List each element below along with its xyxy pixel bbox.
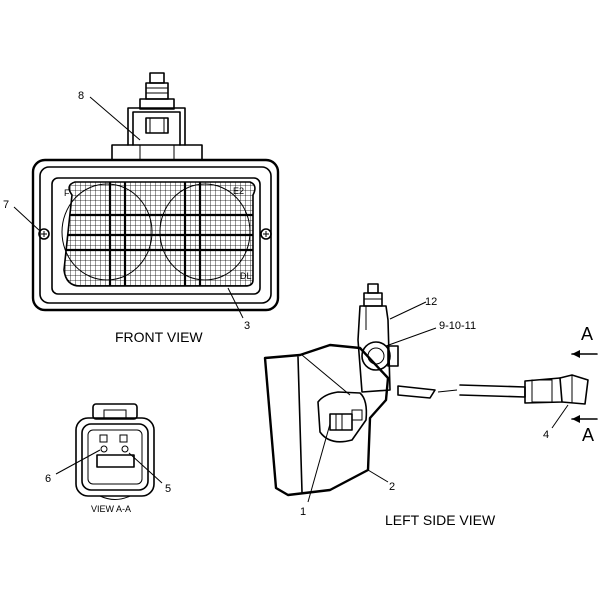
leader-4 xyxy=(551,404,569,429)
callout-6: 6 xyxy=(45,473,51,485)
callout-8: 8 xyxy=(78,90,84,102)
callout-5: 5 xyxy=(165,483,171,495)
left-side-view-caption: LEFT SIDE VIEW xyxy=(385,512,496,528)
callout-7: 7 xyxy=(3,199,9,211)
callout-1: 1 xyxy=(300,506,306,518)
leader-9-10-11 xyxy=(385,327,437,347)
leader-2 xyxy=(367,469,389,483)
view-aa: 6 5 VIEW A-A xyxy=(45,403,171,514)
front-screw-right xyxy=(260,228,272,240)
front-mount-stud xyxy=(111,72,203,161)
front-view-caption: FRONT VIEW xyxy=(115,329,203,345)
leader-7 xyxy=(13,206,41,232)
callout-12: 12 xyxy=(425,296,437,308)
leader-6 xyxy=(55,449,101,475)
lens-marking-e2: E2 xyxy=(233,186,244,196)
lens-marking-f: F xyxy=(64,188,70,198)
pin-slot-right xyxy=(119,434,128,443)
leader-12 xyxy=(389,301,427,320)
leader-8 xyxy=(89,96,141,141)
view-aa-caption: VIEW A-A xyxy=(91,504,131,514)
front-housing-outer xyxy=(31,158,280,312)
callout-2: 2 xyxy=(389,481,395,493)
pin-6 xyxy=(100,445,108,453)
front-bezel xyxy=(51,177,261,295)
left-side-view: A A 12 9-10-11 4 2 1 LEFT SIDE VIEW xyxy=(263,283,598,528)
lens-marking-dl: DL xyxy=(240,271,252,281)
section-marker-top: A xyxy=(581,324,593,344)
front-lens xyxy=(64,182,255,286)
callout-3: 3 xyxy=(244,320,250,332)
section-marker-bottom: A xyxy=(582,425,594,445)
callout-4: 4 xyxy=(543,429,549,441)
callout-9-10-11: 9-10-11 xyxy=(439,320,476,332)
front-view: DL F E2 8 7 3 FRONT VIEW xyxy=(3,72,280,345)
leader-5 xyxy=(128,452,163,484)
pin-5 xyxy=(121,445,129,453)
leader-1 xyxy=(307,423,331,503)
pin-slot-left xyxy=(99,434,108,443)
leader-3 xyxy=(227,287,244,319)
front-screw-left xyxy=(38,228,50,240)
